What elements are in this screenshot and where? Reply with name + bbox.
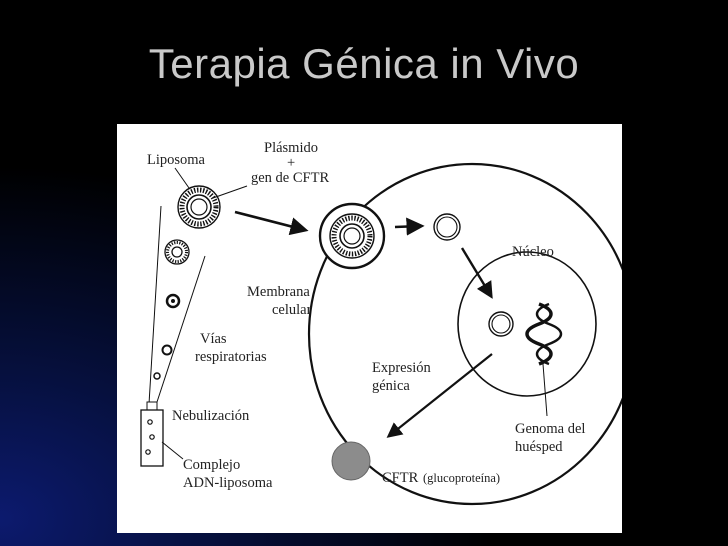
nucleus xyxy=(457,251,597,397)
arrow-to-nucleus xyxy=(460,247,493,299)
liposome-small-1 xyxy=(165,293,181,309)
label-celular: celular xyxy=(272,302,312,318)
liposome-at-membrane xyxy=(318,202,386,270)
gene-therapy-diagram: Liposoma Plásmido + gen de CFTR Núcleo M… xyxy=(140,140,622,506)
label-plasmido: Plásmido xyxy=(264,140,318,156)
label-liposoma: Liposoma xyxy=(147,152,206,168)
arrow-to-membrane xyxy=(234,210,309,236)
genoma-pointer xyxy=(542,363,548,417)
label-nucleo: Núcleo xyxy=(512,244,554,260)
cell-membrane xyxy=(307,162,622,506)
nebulizer xyxy=(140,401,164,467)
diagram-panel: Liposoma Plásmido + gen de CFTR Núcleo M… xyxy=(117,124,622,533)
slide-title: Terapia Génica in Vivo xyxy=(148,40,580,87)
label-respiratorias: respiratorias xyxy=(195,349,267,365)
label-huesped: huésped xyxy=(515,439,563,455)
plasmid-cytoplasm xyxy=(433,213,461,241)
complejo-pointer xyxy=(161,441,184,460)
label-complejo: Complejo xyxy=(183,457,240,473)
liposome-medium xyxy=(164,239,190,265)
label-plus: + xyxy=(287,155,295,171)
liposome-small-2 xyxy=(161,344,173,356)
label-genoma: Genoma del xyxy=(515,421,585,437)
arrow-to-cytoplasm xyxy=(394,217,425,236)
plasmid-nucleus xyxy=(488,311,514,337)
label-glucoproteina: (glucoproteína) xyxy=(423,471,500,485)
label-membrana: Membrana xyxy=(247,284,310,300)
label-vias: Vías xyxy=(200,331,227,347)
dna-helix-icon xyxy=(525,302,563,366)
liposome-large xyxy=(177,185,221,229)
plasmido-pointer xyxy=(212,185,248,199)
cftr-protein xyxy=(331,441,371,481)
label-cftr: CFTR xyxy=(382,470,419,486)
arrow-to-protein xyxy=(386,353,493,438)
label-gen-cftr: gen de CFTR xyxy=(251,170,329,186)
label-genica: génica xyxy=(372,378,410,394)
label-adn-liposoma: ADN-liposoma xyxy=(183,475,273,491)
label-nebulizacion: Nebulización xyxy=(172,408,250,424)
liposome-small-3 xyxy=(153,372,161,380)
label-expresion: Expresión xyxy=(372,360,432,376)
liposoma-pointer xyxy=(174,167,190,189)
airway-right-wall xyxy=(156,255,206,403)
airway-left-wall xyxy=(148,205,162,405)
